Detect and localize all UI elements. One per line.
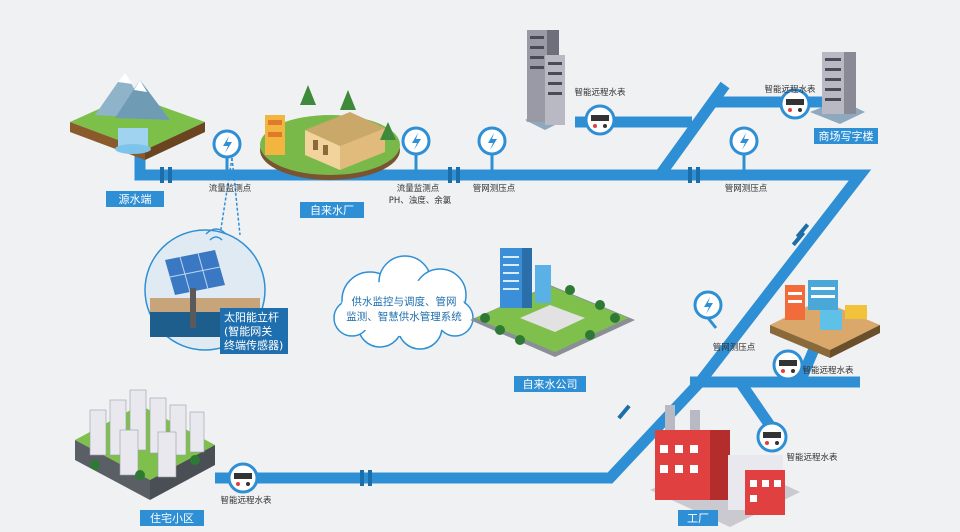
company-label: 自来水公司 (523, 378, 578, 391)
factory-red-illustration (650, 405, 800, 527)
factory-label: 工厂 (687, 512, 709, 525)
source-label-box (106, 191, 164, 207)
caption-meter-factory-bottom: 智能远程水表 (786, 452, 838, 463)
caption-meter-office-left: 智能远程水表 (574, 87, 626, 98)
water-plant-illustration (260, 85, 400, 180)
cloud-text-line2: 监测、智慧供水管理系统 (346, 310, 462, 323)
meter-residential (227, 462, 259, 494)
source-label: 源水端 (119, 192, 152, 206)
main-pipe (134, 150, 872, 484)
meter-factory-top (772, 349, 804, 381)
meter-office-right (779, 88, 811, 120)
caption-meter-factory-top: 智能远程水表 (802, 365, 854, 376)
cloud-text-line1: 供水监控与调度、管网 (352, 295, 457, 308)
water-source-illustration (70, 72, 205, 160)
office-label-box (814, 128, 878, 144)
office-building-right-illustration (810, 52, 865, 124)
plant-label: 自来水厂 (310, 204, 354, 217)
solar-label-line1: 太阳能立杆 (224, 310, 279, 324)
pipe-valves (160, 167, 810, 486)
residential-label-box (140, 510, 204, 526)
company-label-box (514, 376, 586, 392)
caption-pressure-3: 管网测压点 (713, 342, 756, 353)
caption-meter-residential: 智能远程水表 (220, 495, 272, 506)
gauge-pressure-2 (729, 126, 759, 170)
caption-pressure-1: 管网测压点 (473, 183, 516, 194)
water-company-illustration (470, 248, 635, 357)
gauge-flow-2 (401, 126, 431, 170)
factory-label-box (678, 510, 718, 526)
office-building-left-illustration (525, 30, 565, 130)
solar-label-line2: (智能网关 (224, 324, 272, 338)
pipe-network (134, 81, 872, 486)
caption-flow-2: 流量监测点 (397, 183, 440, 194)
plant-label-box (300, 202, 364, 218)
gauge-pressure-3 (693, 290, 723, 329)
gauge-pressure-1 (477, 126, 507, 170)
solar-label-line3: 终端传感器) (224, 338, 283, 352)
residential-illustration (75, 389, 215, 500)
solar-label-box (220, 308, 288, 354)
meter-factory-bottom (756, 421, 788, 453)
meter-office-left (584, 104, 616, 136)
caption-quality-params: PH、浊度、余氯 (389, 195, 452, 206)
gauge-flow-1 (212, 129, 242, 170)
caption-meter-office-right: 智能远程水表 (764, 84, 816, 95)
caption-flow-1: 流量监测点 (209, 183, 252, 194)
office-label: 商场写字楼 (819, 129, 874, 143)
residential-label: 住宅小区 (150, 511, 194, 525)
factory-top-buildings-illustration (770, 280, 880, 358)
caption-pressure-2: 管网测压点 (725, 183, 768, 194)
cloud-shape (333, 255, 474, 350)
